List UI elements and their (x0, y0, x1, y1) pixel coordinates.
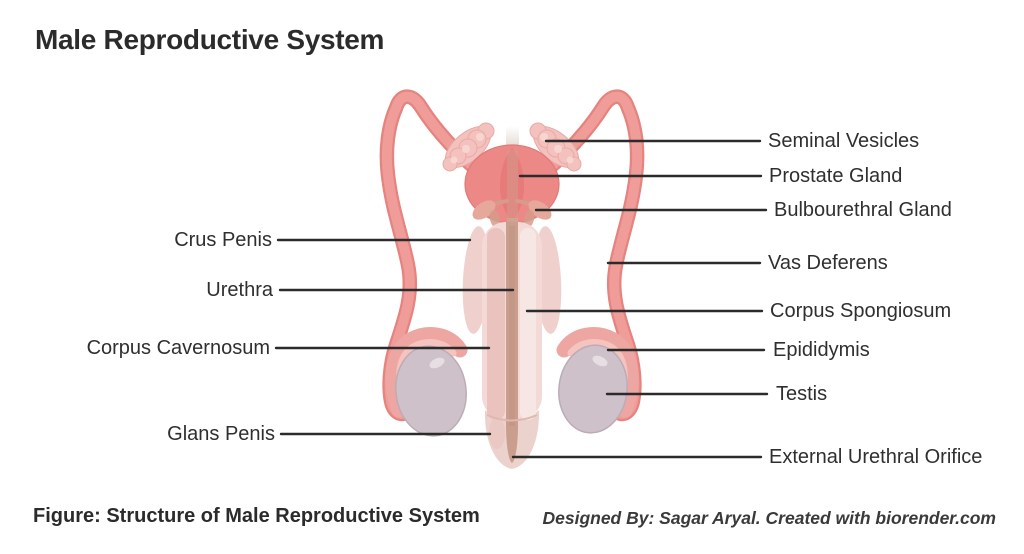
label-corpus-cavernosum: Corpus Cavernosum (86, 337, 270, 359)
penis-shape (462, 222, 562, 469)
label-bulbourethral-gland: Bulbourethral Gland (774, 199, 952, 221)
label-prostate-gland: Prostate Gland (769, 165, 903, 187)
corpus-spongiosum-band (520, 228, 536, 420)
credit-text: Designed By: Sagar Aryal. Created with b… (542, 508, 996, 528)
label-glans-penis: Glans Penis (167, 423, 275, 445)
seminal-vesicles-shape (442, 122, 582, 172)
label-vas-deferens: Vas Deferens (768, 252, 888, 274)
label-crus-penis: Crus Penis (174, 229, 272, 251)
testis-left (395, 345, 467, 437)
figure-caption: Figure: Structure of Male Reproductive S… (33, 505, 480, 527)
label-epididymis: Epididymis (773, 339, 870, 361)
page-title: Male Reproductive System (35, 24, 385, 55)
label-seminal-vesicles: Seminal Vesicles (768, 130, 920, 152)
label-urethra: Urethra (206, 279, 273, 301)
label-external-urethral-orifice: External Urethral Orifice (769, 446, 983, 468)
bulbourethral-glands-shape (472, 199, 552, 228)
corona-line (486, 414, 538, 422)
testes-shape (395, 344, 628, 437)
label-corpus-spongiosum: Corpus Spongiosum (770, 300, 952, 322)
label-testis: Testis (776, 383, 828, 405)
leader-lines (274, 139, 769, 459)
corpus-cavernosum-band (487, 228, 505, 420)
